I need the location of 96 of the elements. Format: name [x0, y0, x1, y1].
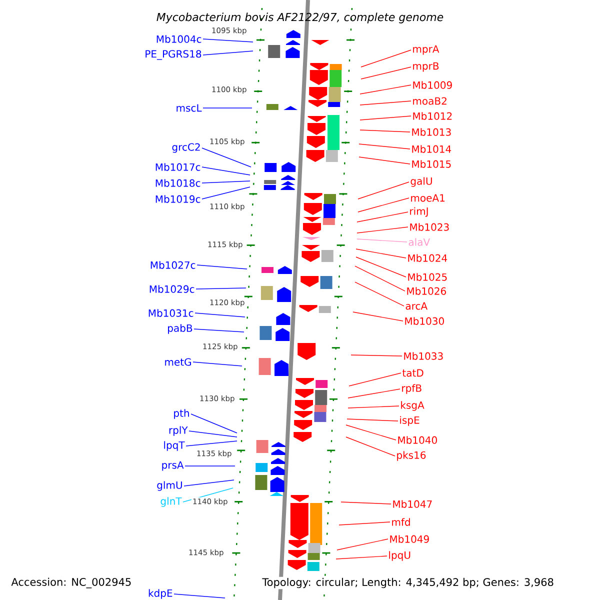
footer-text: Topology: circular; Length: 4,345,492 bp; Genes: 3,968: [261, 576, 555, 590]
leader-line: [356, 248, 406, 258]
gene-label: Mb1049: [390, 535, 429, 543]
gene-label: Mb1018c: [156, 179, 200, 187]
gene-label: glnT: [160, 497, 182, 507]
footer-text: Accession: NC_002945: [10, 576, 133, 590]
leader-line: [358, 156, 410, 164]
leader-line: [196, 288, 246, 290]
gene-label: Mb1013: [412, 128, 451, 136]
leader-line: [356, 238, 408, 242]
gene-label: lpqU: [389, 551, 410, 561]
gene-label: mscL: [176, 104, 202, 112]
leader-line: [350, 354, 402, 356]
gene-label: Mb1029c: [150, 285, 194, 293]
leader-line: [202, 186, 250, 200]
gene-label: prsA: [162, 461, 184, 471]
title: Mycobacterium bovis AF2122/97, complete genome: [156, 12, 444, 24]
leader-line: [186, 440, 238, 446]
leader-line: [360, 130, 410, 132]
leader-line: [358, 144, 410, 150]
gene-label: pth: [174, 409, 189, 419]
gene-label: PE_PGRS18: [146, 50, 202, 60]
leader-line: [348, 388, 400, 398]
gene-label: Mb1017c: [156, 163, 200, 171]
leader-line: [346, 424, 396, 440]
leader-line: [190, 414, 238, 434]
leader-line: [354, 266, 406, 292]
gene-label: mprB: [413, 62, 439, 72]
leader-line: [202, 38, 254, 42]
leader-line: [202, 180, 250, 184]
gene-label: Mb1026: [407, 287, 446, 295]
leader-line: [356, 256, 406, 278]
leader-line: [356, 226, 408, 234]
leader-line: [360, 116, 412, 120]
gene-label: Mb1033: [404, 352, 443, 360]
leader-line: [196, 264, 248, 270]
leader-line: [184, 480, 234, 486]
gene-label: Mb1047: [393, 500, 432, 508]
leader-line: [340, 502, 392, 504]
gene-label: Mb1031c: [148, 309, 194, 317]
leader-line: [194, 312, 246, 318]
leader-line: [360, 100, 412, 106]
gene-label: ksgA: [401, 401, 424, 411]
gene-label: Mb1024: [408, 254, 448, 262]
gene-label: lpqT: [164, 441, 185, 451]
gene-label: tatD: [402, 369, 424, 377]
gene-label: alaV: [408, 238, 430, 246]
gene-label: mfd: [392, 518, 410, 526]
leader-line: [360, 66, 412, 80]
gene-label: glmU: [157, 481, 182, 491]
gene-label: Mb1023: [410, 223, 449, 231]
gene-label: rplY: [169, 426, 188, 436]
leader-line: [192, 362, 242, 366]
gene-label: Mb1040: [398, 436, 437, 444]
leader-line: [348, 406, 400, 408]
gene-label: moaB2: [413, 97, 446, 105]
gene-label: arcA: [406, 302, 428, 310]
gene-label: rpfB: [402, 384, 422, 394]
leader-line: [202, 50, 254, 56]
leader-line: [348, 372, 402, 386]
leader-line: [346, 436, 396, 456]
gene-label: galU: [410, 177, 432, 187]
leader-line: [174, 594, 226, 598]
leader-line: [358, 198, 410, 212]
gene-label: Mb1027c: [150, 261, 196, 269]
gene-label: pabB: [168, 324, 192, 334]
leader-line: [360, 84, 412, 94]
gene-label: metG: [165, 358, 191, 366]
gene-label: mprA: [413, 45, 440, 55]
gene-label: Mb1012: [413, 112, 452, 120]
leader-line: [352, 312, 404, 322]
gene-label: Mb1030: [405, 317, 444, 325]
gene-label: Mb1019c: [156, 195, 200, 203]
leader-line: [356, 212, 408, 222]
leader-line: [336, 556, 388, 560]
gene-label: grcC2: [172, 143, 200, 153]
leader-line: [194, 328, 244, 332]
gene-label: kdpE: [148, 589, 172, 599]
gene-label: rimJ: [410, 207, 428, 217]
gene-label: Mb1009: [413, 81, 452, 89]
leader-line: [188, 430, 238, 438]
gene-label: Mb1004c: [156, 35, 202, 43]
leader-line: [354, 282, 404, 306]
leader-line: [360, 50, 412, 68]
leader-line: [336, 538, 388, 550]
gene-label: Mb1015: [412, 160, 451, 168]
leader-line: [346, 418, 398, 422]
gene-label: Mb1025: [408, 273, 447, 281]
leader-line: [202, 166, 250, 176]
gene-label: pks16: [397, 451, 426, 461]
gene-label: moeA1: [411, 194, 444, 202]
leader-line: [202, 148, 252, 168]
leader-line: [358, 182, 410, 200]
gene-label: Mb1014: [412, 145, 452, 153]
leader-line: [338, 522, 390, 526]
gene-label: ispE: [400, 416, 420, 426]
